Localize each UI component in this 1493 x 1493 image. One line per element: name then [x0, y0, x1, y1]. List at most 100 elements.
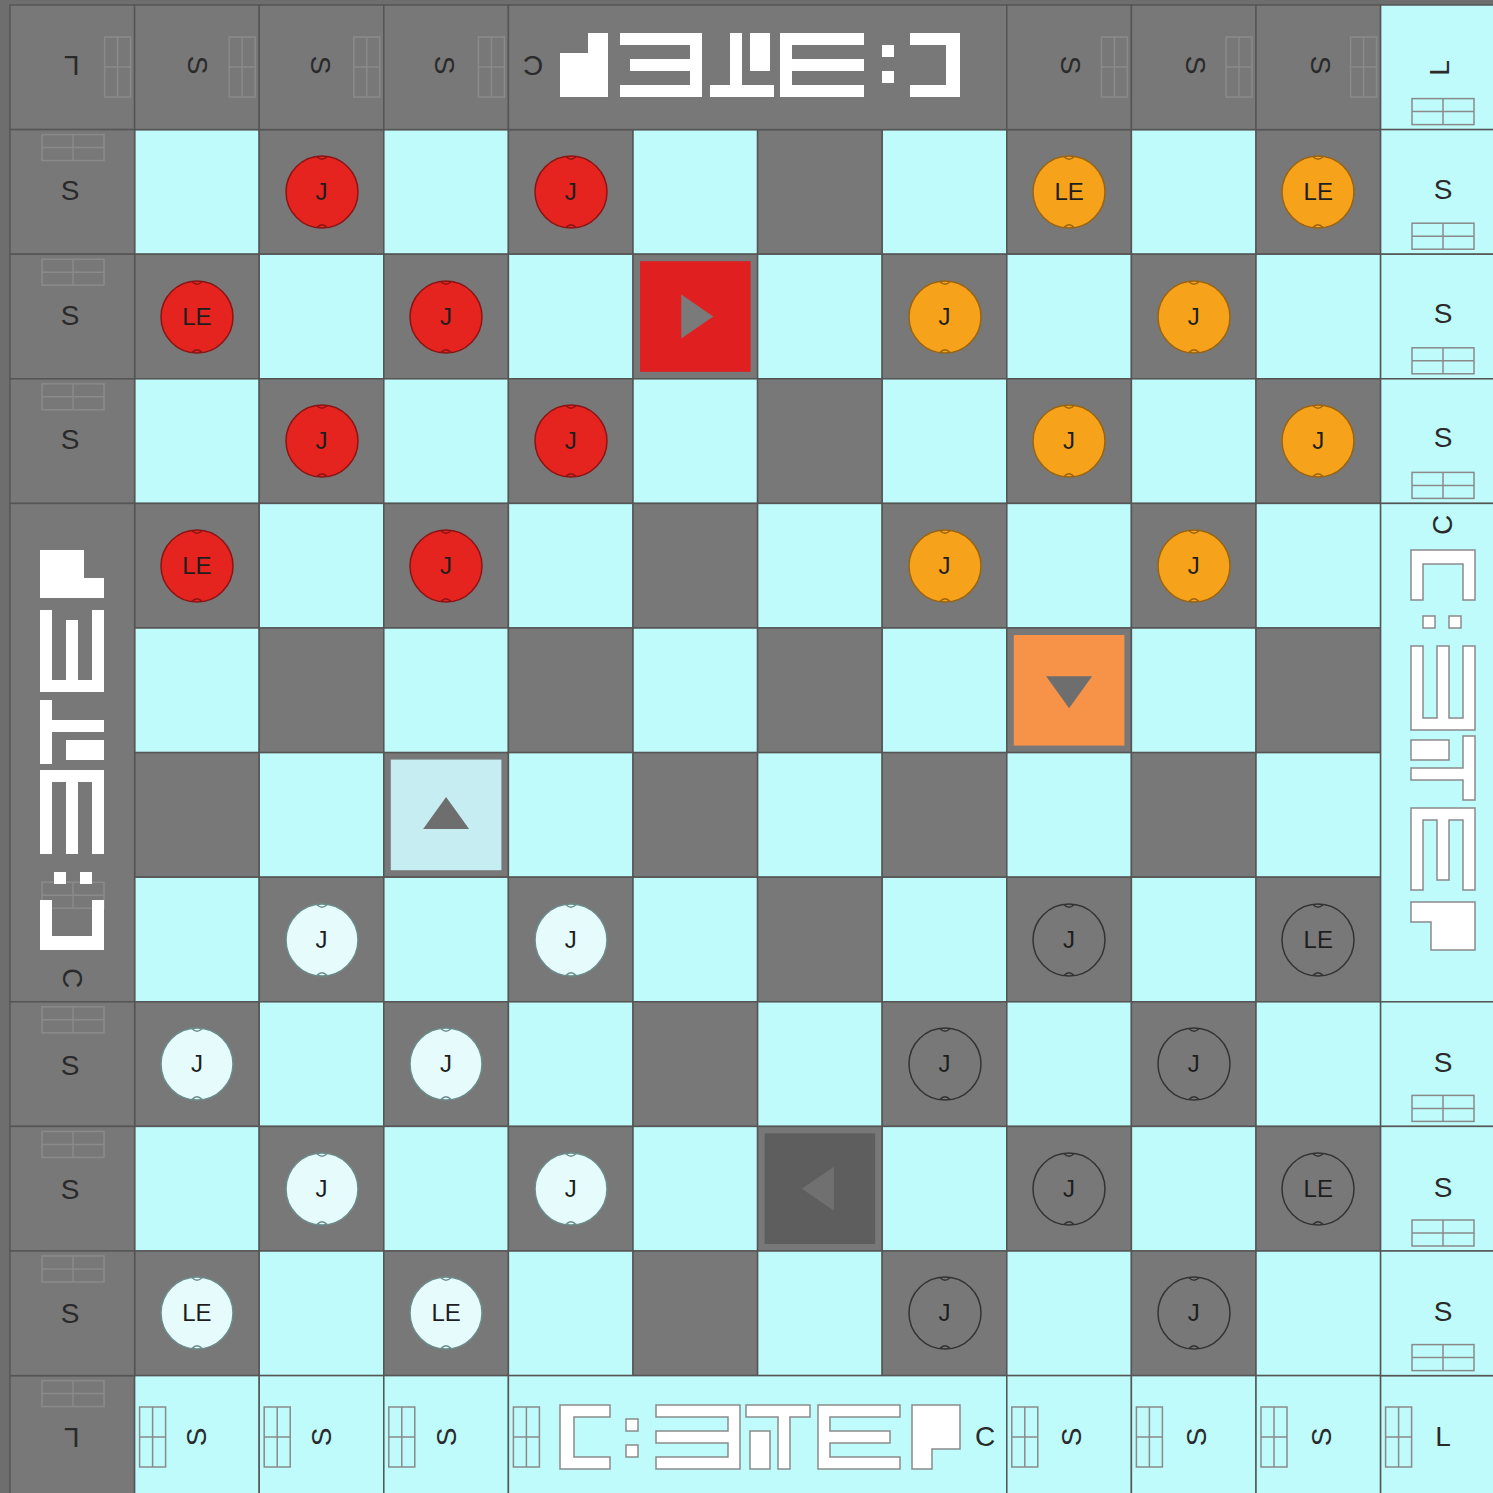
piece-notch: [566, 1153, 576, 1156]
board-square: [508, 379, 633, 504]
border-letter: S: [1434, 176, 1453, 204]
piece-notch: [940, 598, 950, 601]
border-letter: S: [306, 56, 334, 75]
direction-triangle: [1046, 676, 1092, 708]
piece-notch: [317, 1221, 327, 1224]
border-cell: [259, 1376, 384, 1493]
piece-notch: [1189, 530, 1199, 533]
light-piece: J: [284, 902, 360, 978]
board-square: [1007, 1126, 1132, 1251]
board-square: [135, 877, 260, 1002]
board-square: [508, 254, 633, 379]
gate-icon: [42, 1256, 104, 1282]
orange-piece: J: [1280, 403, 1356, 479]
board-square: [882, 628, 1007, 753]
gate-icon: [1412, 99, 1474, 125]
gate-icon: [1412, 1095, 1474, 1121]
board-square: [1007, 877, 1132, 1002]
border-cell: [10, 254, 135, 379]
border-letter: S: [1181, 56, 1209, 75]
border-cell: [1007, 1376, 1132, 1493]
piece-label: J: [533, 154, 609, 230]
piece-label: J: [284, 154, 360, 230]
board-square: [1007, 1251, 1132, 1376]
piece-label: J: [1156, 1275, 1232, 1351]
piece-notch: [566, 972, 576, 975]
board-square: [882, 254, 1007, 379]
board-square: [1256, 1126, 1381, 1251]
board-square: [135, 628, 260, 753]
board-square: [508, 1002, 633, 1127]
gate-icon: [1261, 1407, 1287, 1467]
board-square: [882, 130, 1007, 255]
orange-piece: J: [907, 528, 983, 604]
border-cell: [10, 130, 135, 255]
border-band: [1381, 503, 1493, 1001]
board-square: [1007, 503, 1132, 628]
grey-piece: J: [907, 1275, 983, 1351]
gate-icon: [264, 1407, 290, 1467]
board-square: [1007, 254, 1132, 379]
piece-notch: [1189, 1278, 1199, 1281]
board-square: [508, 503, 633, 628]
board-square: [633, 254, 758, 379]
board-square: [1131, 503, 1256, 628]
board-square: [1007, 1002, 1132, 1127]
board-square: [882, 379, 1007, 504]
board-square: [384, 254, 509, 379]
piece-notch: [192, 598, 202, 601]
border-cell: [259, 5, 384, 130]
border-letter: L: [1435, 1423, 1451, 1451]
board-square: [882, 877, 1007, 1002]
piece-label: LE: [159, 279, 235, 355]
piece-notch: [1189, 598, 1199, 601]
piece-notch: [566, 904, 576, 907]
border-letter: S: [183, 1428, 211, 1447]
border-cell: [384, 1376, 509, 1493]
piece-notch: [566, 474, 576, 477]
board-square: [135, 1251, 260, 1376]
red-piece: J: [533, 154, 609, 230]
piece-notch: [1313, 972, 1323, 975]
piece-notch: [317, 156, 327, 159]
grey-piece: J: [1156, 1026, 1232, 1102]
grey-piece: LE: [1280, 902, 1356, 978]
board-square: [758, 503, 883, 628]
gate-icon: [354, 37, 380, 97]
piece-notch: [940, 281, 950, 284]
board-square: [135, 503, 260, 628]
board-square: [1131, 1126, 1256, 1251]
border-cell: [1381, 130, 1493, 255]
board-square: [758, 254, 883, 379]
board-square: [1256, 130, 1381, 255]
border-letter: S: [1058, 1428, 1086, 1447]
piece-notch: [940, 1278, 950, 1281]
piece-label: J: [1156, 528, 1232, 604]
border-cell: [135, 5, 260, 130]
border-cell: [1381, 1126, 1493, 1251]
board-square: [384, 628, 509, 753]
border-band: [508, 5, 1006, 130]
piece-label: J: [907, 1026, 983, 1102]
border-letter: S: [308, 1428, 336, 1447]
board-square: [882, 753, 1007, 878]
board-square: [1256, 379, 1381, 504]
piece-notch: [940, 530, 950, 533]
board-square: [633, 503, 758, 628]
board-square: [1131, 379, 1256, 504]
piece-notch: [441, 281, 451, 284]
board-square: [259, 503, 384, 628]
border-cell: [384, 5, 509, 130]
piece-notch: [940, 1346, 950, 1349]
gate-icon: [42, 259, 104, 285]
border-cell: [1381, 379, 1493, 504]
gate-icon: [42, 135, 104, 161]
orange-piece: J: [1031, 403, 1107, 479]
border-letter: S: [183, 56, 211, 75]
board-square: [259, 1126, 384, 1251]
border-cell: [10, 1126, 135, 1251]
board-square: [1131, 130, 1256, 255]
border-cell: [1381, 5, 1493, 130]
gate-icon: [1012, 1407, 1038, 1467]
